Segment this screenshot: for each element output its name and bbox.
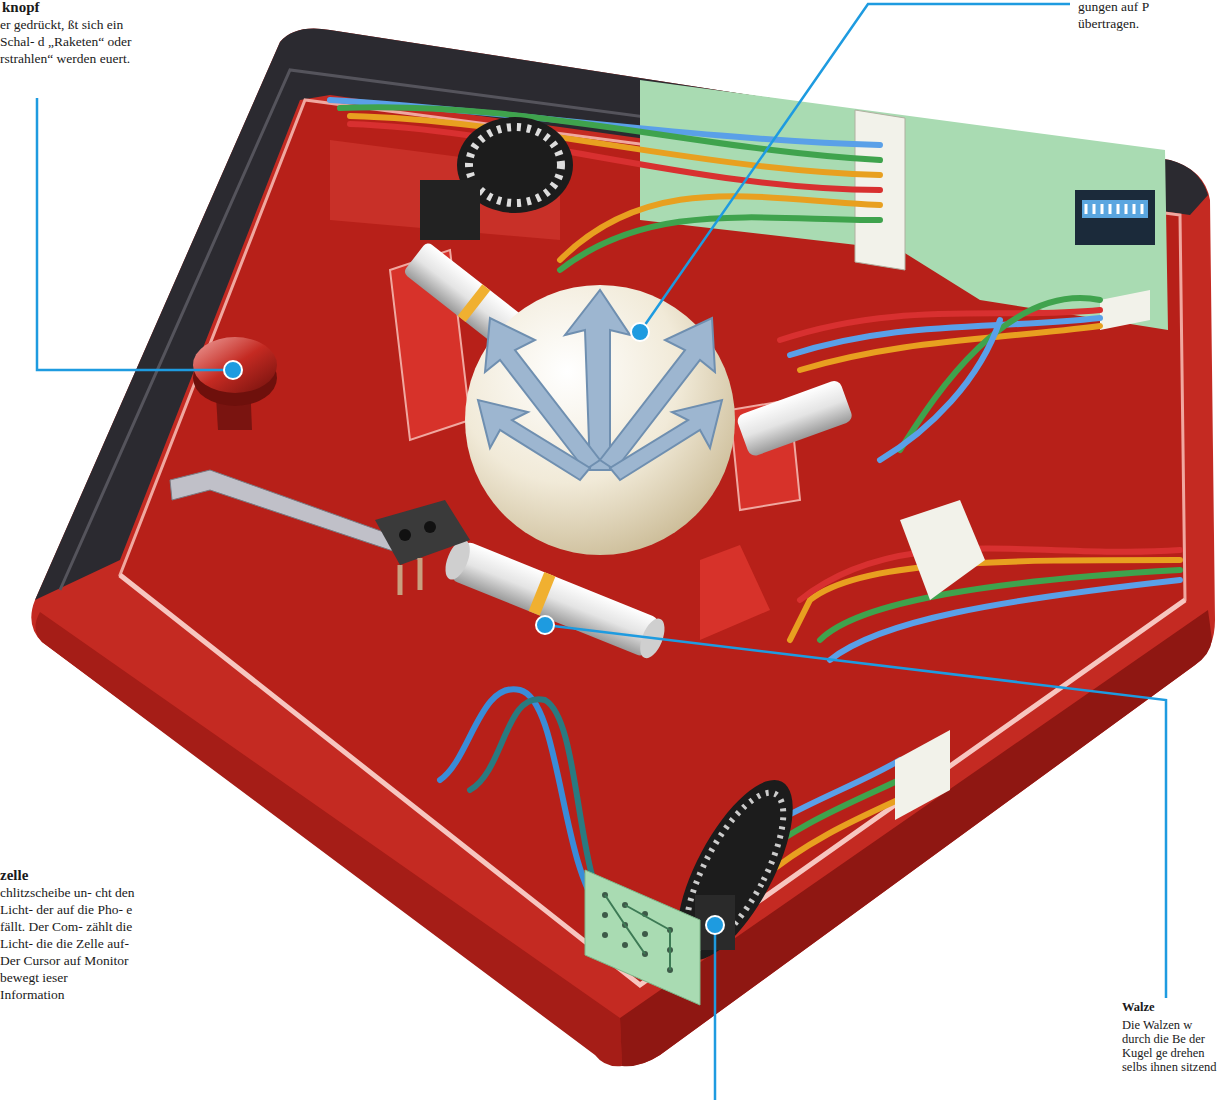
chip-pins	[1082, 200, 1148, 218]
callout-text: Die Walzen w durch die Be der Kugel ge d…	[1122, 1018, 1218, 1074]
wire	[340, 107, 880, 160]
photocell-housing	[420, 180, 480, 240]
chip-pin-lines	[1086, 204, 1142, 214]
wire	[560, 196, 880, 260]
wire	[830, 580, 1180, 660]
switch-hole	[424, 521, 436, 533]
arrow	[478, 400, 590, 480]
callout-text: gungen auf P übertragen.	[1078, 0, 1198, 32]
roller	[450, 540, 660, 658]
connector-block	[895, 730, 950, 820]
photocell-board	[585, 870, 700, 1005]
roller-ring	[529, 572, 556, 615]
roller	[735, 379, 853, 458]
support-block	[700, 545, 770, 640]
wire	[560, 217, 880, 270]
circuit-board	[640, 80, 1168, 330]
roller-ring	[458, 284, 491, 322]
leader-dots	[224, 323, 724, 934]
wire	[800, 326, 1100, 370]
switch-pins	[400, 558, 420, 595]
wire	[800, 549, 1180, 600]
switch-hole	[399, 529, 411, 541]
tray-body	[31, 29, 1215, 1066]
leader-dot	[706, 916, 724, 934]
leader-dot	[631, 323, 649, 341]
direction-arrows	[478, 290, 722, 480]
disc-slots	[469, 127, 561, 203]
switch-lever	[170, 470, 420, 560]
trackball	[465, 285, 735, 555]
arrow	[610, 400, 722, 480]
leader-lines	[37, 4, 1166, 1100]
board-holes	[602, 892, 673, 973]
wire	[790, 318, 1100, 355]
leader-line	[37, 98, 233, 370]
leader-line	[545, 625, 1166, 998]
callout-text: chlitzscheibe un- cht den Licht- der auf…	[0, 884, 135, 1003]
callout-heading: Walze	[1122, 1000, 1218, 1014]
switch-body	[375, 500, 470, 565]
leader-dot	[224, 361, 242, 379]
board-traces	[605, 895, 670, 970]
leader-line	[714, 925, 717, 1100]
fire-button	[193, 337, 277, 393]
connector-block	[1100, 290, 1150, 330]
wire	[880, 320, 1000, 460]
wire	[350, 116, 880, 175]
leader-dot	[536, 616, 554, 634]
bracket	[900, 500, 985, 600]
callout-heading: zelle	[0, 866, 140, 884]
leader-line	[640, 4, 1070, 332]
callout-heading: knopf	[2, 0, 142, 16]
chip	[1075, 190, 1155, 245]
callout-text: er gedrückt, ßt sich ein Schal- d „Raket…	[0, 16, 140, 67]
